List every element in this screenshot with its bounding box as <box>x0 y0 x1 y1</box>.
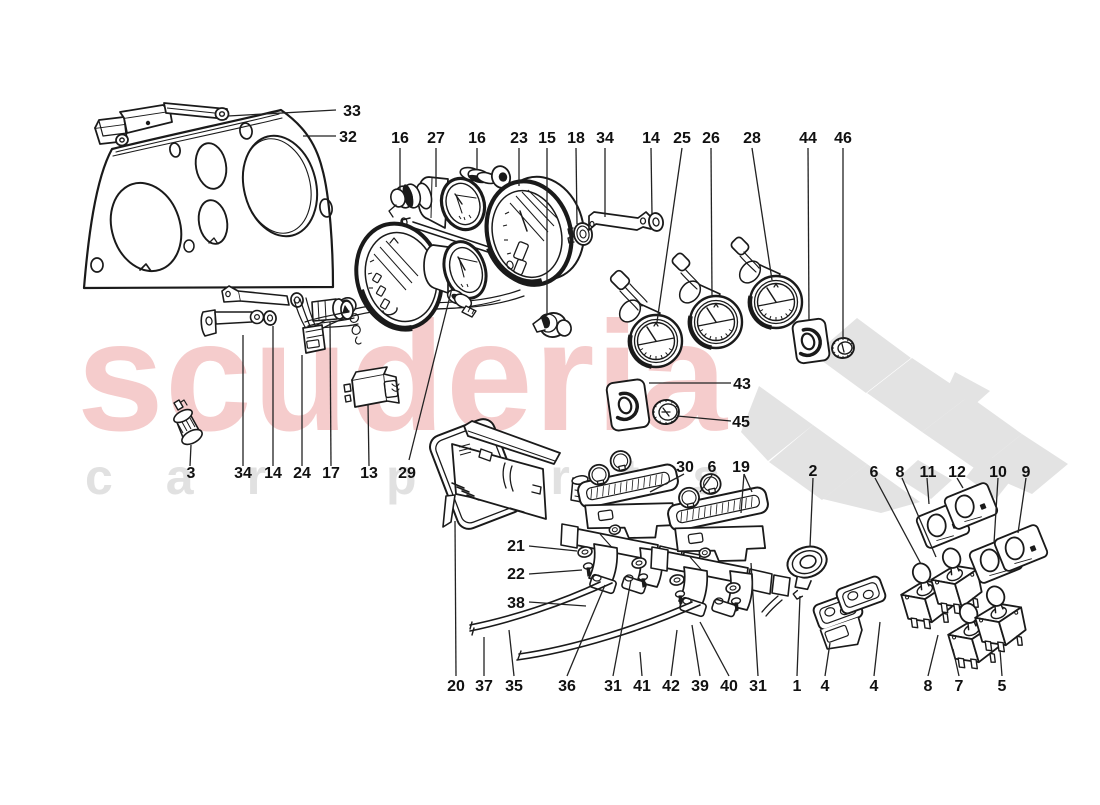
svg-text:37: 37 <box>475 678 493 695</box>
svg-text:30: 30 <box>676 459 694 476</box>
svg-text:34: 34 <box>234 465 252 482</box>
svg-text:23: 23 <box>510 130 528 147</box>
svg-text:4: 4 <box>870 678 879 695</box>
svg-text:14: 14 <box>642 130 660 147</box>
svg-text:44: 44 <box>799 130 817 147</box>
svg-text:19: 19 <box>732 459 750 476</box>
svg-text:46: 46 <box>834 130 852 147</box>
svg-text:4: 4 <box>821 678 830 695</box>
svg-text:32: 32 <box>339 129 357 146</box>
svg-text:38: 38 <box>507 595 525 612</box>
svg-text:41: 41 <box>633 678 651 695</box>
svg-text:42: 42 <box>662 678 680 695</box>
svg-text:14: 14 <box>264 465 282 482</box>
svg-text:20: 20 <box>447 678 465 695</box>
svg-text:12: 12 <box>948 464 966 481</box>
svg-text:39: 39 <box>691 678 709 695</box>
svg-text:45: 45 <box>732 414 750 431</box>
svg-text:31: 31 <box>749 678 767 695</box>
svg-text:2: 2 <box>809 463 818 480</box>
svg-text:24: 24 <box>293 465 311 482</box>
svg-text:11: 11 <box>920 464 937 481</box>
svg-text:31: 31 <box>604 678 622 695</box>
svg-text:8: 8 <box>896 464 905 481</box>
svg-text:7: 7 <box>955 678 964 695</box>
svg-text:28: 28 <box>743 130 761 147</box>
svg-text:21: 21 <box>507 538 525 555</box>
svg-text:35: 35 <box>505 678 523 695</box>
svg-text:5: 5 <box>998 678 1007 695</box>
svg-text:6: 6 <box>870 464 879 481</box>
svg-text:6: 6 <box>708 459 717 476</box>
svg-text:1: 1 <box>793 678 802 695</box>
svg-text:36: 36 <box>558 678 576 695</box>
svg-text:29: 29 <box>398 465 416 482</box>
svg-text:25: 25 <box>673 130 691 147</box>
svg-text:16: 16 <box>391 130 409 147</box>
svg-text:34: 34 <box>596 130 614 147</box>
svg-text:33: 33 <box>343 103 361 120</box>
svg-text:27: 27 <box>427 130 445 147</box>
svg-text:40: 40 <box>720 678 738 695</box>
svg-text:13: 13 <box>360 465 378 482</box>
svg-text:17: 17 <box>322 465 340 482</box>
svg-text:18: 18 <box>567 130 585 147</box>
svg-text:22: 22 <box>507 566 525 583</box>
svg-text:43: 43 <box>733 376 751 393</box>
svg-text:10: 10 <box>989 464 1007 481</box>
svg-text:15: 15 <box>538 130 556 147</box>
svg-text:9: 9 <box>1022 464 1031 481</box>
svg-text:3: 3 <box>187 465 196 482</box>
svg-text:16: 16 <box>468 130 486 147</box>
svg-text:8: 8 <box>924 678 933 695</box>
svg-text:26: 26 <box>702 130 720 147</box>
